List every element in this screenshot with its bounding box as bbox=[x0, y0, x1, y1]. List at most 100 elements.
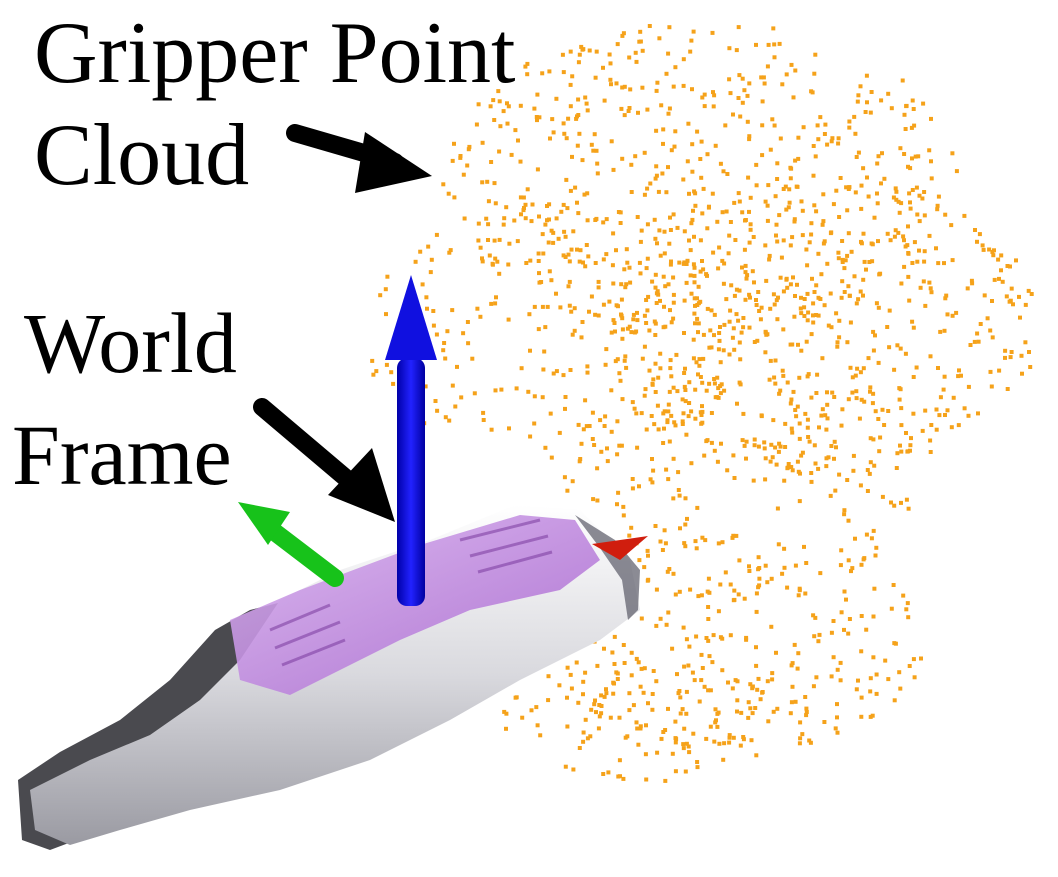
point-cloud-dot bbox=[782, 478, 787, 483]
point-cloud-dot bbox=[1004, 294, 1009, 299]
point-cloud-dot bbox=[537, 271, 541, 276]
point-cloud-dot bbox=[619, 313, 624, 318]
point-cloud-dot bbox=[513, 128, 518, 133]
point-cloud-dot bbox=[793, 158, 798, 163]
point-cloud-dot bbox=[769, 576, 774, 581]
point-cloud-dot bbox=[770, 677, 775, 682]
point-cloud-dot bbox=[646, 701, 650, 706]
point-cloud-dot bbox=[627, 106, 632, 110]
point-cloud-dot bbox=[620, 336, 625, 341]
point-cloud-dot bbox=[823, 122, 828, 127]
point-cloud-dot bbox=[836, 141, 841, 146]
point-cloud-dot bbox=[805, 263, 810, 268]
point-cloud-dot bbox=[896, 199, 901, 204]
point-cloud-dot bbox=[765, 218, 770, 223]
point-cloud-dot bbox=[936, 261, 941, 266]
point-cloud-dot bbox=[705, 589, 710, 594]
point-cloud-dot bbox=[666, 409, 671, 414]
point-cloud-dot bbox=[1009, 350, 1014, 354]
point-cloud-dot bbox=[922, 213, 927, 218]
point-cloud-dot bbox=[670, 751, 675, 756]
point-cloud-dot bbox=[1000, 279, 1005, 284]
point-cloud-dot bbox=[506, 262, 511, 267]
point-cloud-dot bbox=[721, 281, 726, 286]
point-cloud-dot bbox=[627, 55, 632, 60]
point-cloud-dot bbox=[847, 617, 852, 621]
point-cloud-dot bbox=[486, 199, 491, 204]
point-cloud-dot bbox=[579, 44, 584, 49]
point-cloud-dot bbox=[523, 202, 528, 207]
point-cloud-dot bbox=[808, 740, 813, 745]
point-cloud-dot bbox=[780, 368, 785, 373]
point-cloud-dot bbox=[642, 313, 647, 318]
point-cloud-dot bbox=[811, 173, 816, 178]
point-cloud-dot bbox=[573, 185, 578, 190]
point-cloud-dot bbox=[805, 417, 810, 422]
point-cloud-dot bbox=[803, 695, 808, 699]
point-cloud-dot bbox=[634, 656, 639, 661]
point-cloud-dot bbox=[735, 698, 740, 703]
point-cloud-dot bbox=[784, 207, 789, 212]
point-cloud-dot bbox=[581, 739, 586, 744]
point-cloud-dot bbox=[922, 259, 927, 264]
point-cloud-dot bbox=[725, 172, 730, 176]
world-frame-label-line2: Frame bbox=[12, 407, 232, 503]
point-cloud-dot bbox=[1008, 355, 1013, 360]
point-cloud-dot bbox=[776, 542, 781, 547]
point-cloud-dot bbox=[645, 256, 650, 261]
point-cloud-dot bbox=[790, 684, 795, 689]
point-cloud-dot bbox=[892, 698, 897, 703]
point-cloud-dot bbox=[566, 252, 571, 257]
point-cloud-dot bbox=[665, 569, 670, 574]
point-cloud-dot bbox=[722, 388, 727, 393]
point-cloud-dot bbox=[715, 724, 720, 729]
point-cloud-dot bbox=[927, 233, 932, 238]
point-cloud-dot bbox=[418, 249, 423, 254]
point-cloud-dot bbox=[583, 264, 588, 269]
point-cloud-dot bbox=[734, 287, 739, 292]
point-cloud-dot bbox=[646, 577, 651, 582]
point-cloud-dot bbox=[689, 221, 694, 226]
point-cloud-dot bbox=[673, 129, 678, 134]
point-cloud-dot bbox=[666, 165, 670, 170]
point-cloud-dot bbox=[690, 217, 695, 222]
point-cloud-dot bbox=[698, 375, 703, 379]
point-cloud-dot bbox=[1028, 365, 1033, 369]
point-cloud-dot bbox=[576, 700, 581, 705]
point-cloud-dot bbox=[606, 770, 611, 775]
point-cloud-dot bbox=[698, 238, 703, 243]
point-cloud-dot bbox=[840, 279, 845, 284]
point-cloud-dot bbox=[859, 206, 864, 211]
point-cloud-dot bbox=[915, 259, 920, 264]
point-cloud-dot bbox=[792, 642, 797, 647]
point-cloud-dot bbox=[770, 117, 775, 122]
point-cloud-dot bbox=[581, 47, 586, 52]
point-cloud-dot bbox=[829, 230, 834, 235]
point-cloud-dot bbox=[593, 698, 597, 703]
point-cloud-dot bbox=[906, 224, 910, 229]
point-cloud-dot bbox=[582, 192, 587, 197]
point-cloud-dot bbox=[854, 389, 859, 394]
point-cloud-dot bbox=[731, 453, 736, 458]
point-cloud-dot bbox=[857, 416, 862, 421]
point-cloud-dot bbox=[668, 358, 673, 363]
point-cloud-dot bbox=[805, 318, 810, 323]
point-cloud-dot bbox=[493, 201, 498, 206]
point-cloud-dot bbox=[820, 222, 825, 227]
point-cloud-dot bbox=[695, 765, 700, 770]
point-cloud-dot bbox=[638, 271, 643, 276]
point-cloud-dot bbox=[601, 772, 606, 776]
point-cloud-dot bbox=[911, 657, 916, 662]
point-cloud-dot bbox=[816, 137, 821, 142]
point-cloud-dot bbox=[658, 539, 663, 544]
point-cloud-dot bbox=[688, 587, 693, 592]
point-cloud-dot bbox=[782, 546, 787, 551]
point-cloud-dot bbox=[904, 497, 909, 502]
point-cloud-dot bbox=[700, 211, 705, 216]
point-cloud-dot bbox=[801, 125, 806, 130]
point-cloud-dot bbox=[556, 236, 561, 241]
point-cloud-dot bbox=[943, 212, 948, 217]
point-cloud-dot bbox=[765, 64, 770, 69]
point-cloud-dot bbox=[767, 377, 772, 382]
